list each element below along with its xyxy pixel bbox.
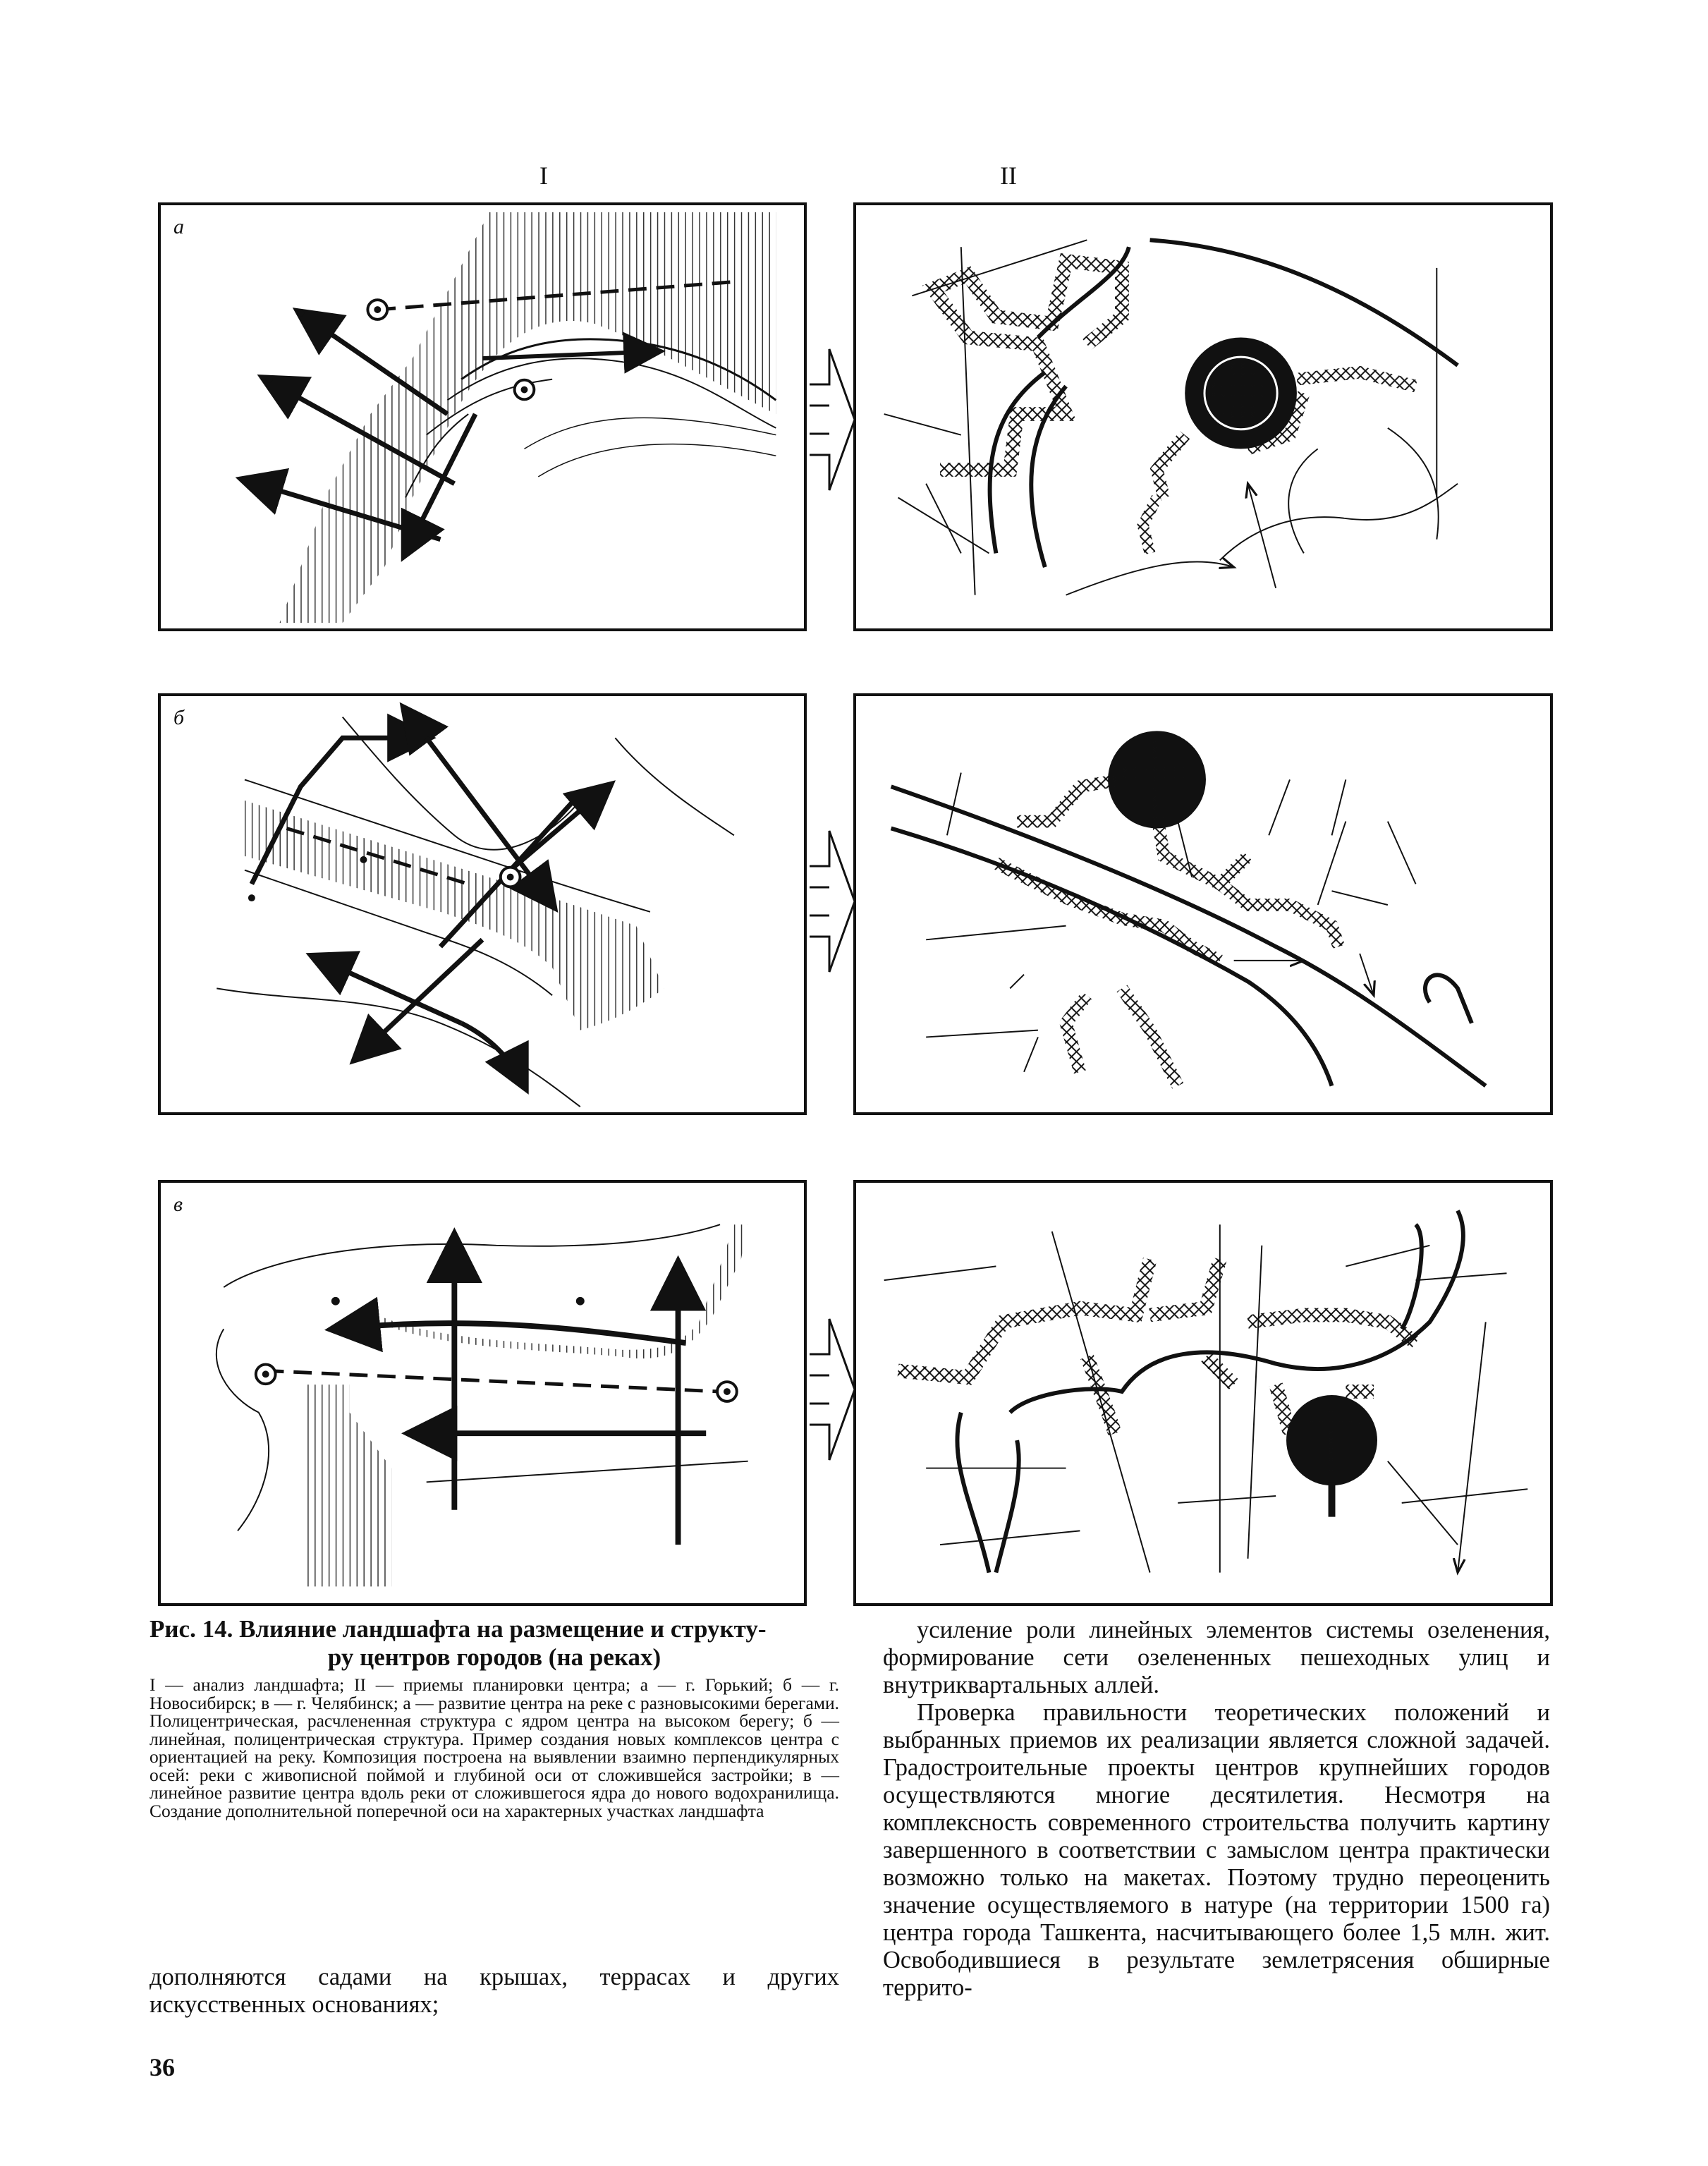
landscape-analysis-diagram-a (161, 205, 804, 628)
right-paragraph-2: Проверка правильности теоретических поло… (883, 1699, 1550, 2002)
left-column-text: дополняются садами на крышах, террасах и… (150, 1964, 839, 2019)
arrow-right-icon (808, 824, 858, 979)
caption-title-line1: Рис. 14. Влияние ландшафта на размещение… (150, 1615, 839, 1643)
column-label-II: II (1000, 161, 1017, 190)
right-paragraph-1: усиление роли линейных элементов системы… (883, 1617, 1550, 1699)
arrow-right-icon (808, 1312, 858, 1467)
column-label-I: I (539, 161, 548, 190)
right-column-text: усиление роли линейных элементов системы… (883, 1617, 1550, 2002)
panel-v-analysis: в (158, 1180, 807, 1606)
center-planning-diagram-v (856, 1183, 1550, 1603)
page-number: 36 (150, 2052, 175, 2082)
panel-v-planning (853, 1180, 1553, 1606)
panel-b-analysis: б (158, 693, 807, 1115)
figure-caption-title: Рис. 14. Влияние ландшафта на размещение… (150, 1615, 839, 1672)
landscape-analysis-diagram-b (161, 696, 804, 1112)
figure-caption-body: I — анализ ландшафта; II — приемы планир… (150, 1676, 839, 1820)
caption-title-line2: ру центров городов (на реках) (328, 1643, 661, 1671)
left-paragraph: дополняются садами на крышах, террасах и… (150, 1964, 839, 2019)
arrow-right-icon (808, 342, 858, 497)
center-planning-diagram-b (856, 696, 1550, 1112)
landscape-analysis-diagram-v (161, 1183, 804, 1603)
panel-b-planning (853, 693, 1553, 1115)
panel-a-analysis: а (158, 202, 807, 631)
center-planning-diagram-a (856, 205, 1550, 628)
panel-a-planning (853, 202, 1553, 631)
